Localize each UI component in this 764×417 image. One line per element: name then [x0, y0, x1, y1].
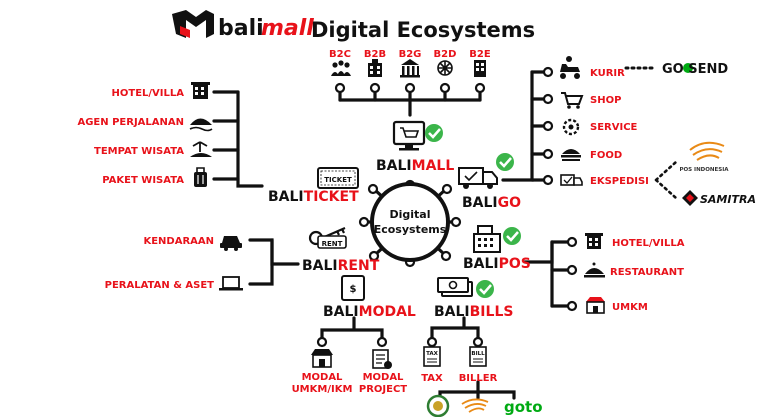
hotel-icon	[191, 82, 210, 99]
modal-umkm-line1: MODAL	[302, 372, 343, 383]
restaurant-icon	[584, 262, 605, 278]
samitra-text: SAMITRA	[700, 193, 756, 206]
segment-b2d: B2D	[434, 49, 457, 60]
check-icon	[476, 280, 494, 298]
balimodal-label: BALIMODAL	[323, 304, 416, 320]
tax-icon-text: TAX	[426, 351, 439, 357]
go-item-ekspedisi: EKSPEDISI	[590, 176, 649, 187]
bills-item-tax: TAX	[421, 373, 443, 384]
go-item-service: SERVICE	[590, 122, 638, 133]
baligo-node: BALIGO KURIR SHOP SERVICE FOOD EKSPE	[458, 56, 756, 211]
luggage-icon	[194, 167, 207, 187]
cash-icon	[437, 277, 473, 297]
modal-umkm-line2: UMKM/IKM	[292, 384, 353, 395]
logo-text-bali: bali	[218, 16, 264, 41]
balibills-node: BALIBILLS TAX BILL TAX BILLER goto	[421, 277, 543, 417]
check-icon	[496, 153, 514, 171]
bill-document-icon: BILL	[469, 346, 487, 367]
modal-project-line1: MODAL	[363, 372, 404, 383]
pos-item-hotel-villa: HOTEL/VILLA	[612, 238, 685, 249]
ticket-icon: TICKET	[317, 167, 359, 189]
ticket-item-tempat-wisata: TEMPAT WISATA	[94, 146, 184, 157]
digital-ecosystems-hub: Digital Ecosystems	[370, 182, 450, 262]
ticket-icon-text: TICKET	[324, 176, 352, 184]
government-building-icon	[400, 59, 420, 78]
tax-document-icon: TAX	[423, 346, 441, 367]
go-item-shop: SHOP	[590, 95, 621, 106]
ticket-item-agen-perjalanan: AGEN PERJALANAN	[77, 117, 184, 128]
cash-register-icon	[473, 225, 501, 253]
rent-key-icon: RENT	[308, 226, 347, 249]
hub-line1: Digital	[390, 208, 431, 221]
computer-cart-icon	[392, 120, 426, 151]
check-icon	[503, 227, 521, 245]
island-icon	[190, 141, 212, 157]
balimall-node: BALIMALL	[376, 120, 454, 174]
pos-eagle-small-icon	[461, 398, 489, 413]
laptop-icon	[219, 276, 243, 291]
go-item-food: FOOD	[590, 150, 622, 161]
bills-item-biller: BILLER	[459, 373, 498, 384]
ticket-item-paket-wisata: PAKET WISATA	[102, 175, 184, 186]
network-icon	[437, 60, 453, 76]
rent-icon-text: RENT	[322, 240, 343, 248]
page-title: Digital Ecosystems	[311, 18, 535, 42]
segment-b2c: B2C	[329, 49, 351, 60]
balimodal-node: $ BALIMODAL MODAL UMKM/IKM MODAL PROJECT	[292, 275, 416, 395]
go-item-kurir: KURIR	[590, 68, 625, 79]
hotel-icon	[585, 233, 603, 249]
apartment-icon	[474, 60, 486, 77]
pos-item-umkm: UMKM	[612, 302, 648, 313]
logo-text-mall: mall	[261, 16, 314, 41]
goto-logo: goto	[504, 398, 543, 416]
shop-stall-icon	[311, 349, 333, 368]
rent-item-peralatan-aset: PERALATAN & ASET	[105, 280, 215, 291]
bill-icon-text: BILL	[471, 351, 485, 357]
courier-scooter-icon	[560, 56, 580, 79]
balimall-logo: bali mall	[172, 10, 314, 41]
office-building-icon	[368, 59, 382, 77]
balimall-label: BALIMALL	[376, 158, 454, 174]
baliticket-label: BALITICKET	[268, 189, 359, 205]
balipos-label: BALIPOS	[463, 256, 531, 272]
service-tools-icon	[562, 118, 580, 136]
food-icon	[561, 149, 581, 161]
balipos-node: BALIPOS HOTEL/VILLA RESTAURANT UMKM	[463, 225, 685, 314]
ticket-item-hotel-villa: HOTEL/VILLA	[112, 88, 185, 99]
segment-b2b: B2B	[364, 49, 386, 60]
people-group-icon	[331, 60, 351, 76]
modal-project-line2: PROJECT	[359, 384, 407, 395]
pos-indonesia-text: POS INDONESIA	[679, 167, 729, 173]
baligo-label: BALIGO	[462, 195, 521, 211]
connector-dots	[316, 66, 578, 348]
gosend-logo: GO SEND	[662, 62, 728, 77]
check-icon	[425, 124, 443, 142]
car-icon	[220, 236, 242, 251]
balibills-label: BALIBILLS	[434, 304, 513, 320]
balimall-segments: B2C B2B B2G B2D B2E	[329, 49, 491, 78]
segment-b2e: B2E	[469, 49, 491, 60]
project-document-icon	[372, 349, 392, 369]
pos-indonesia-logo: POS INDONESIA	[679, 141, 729, 173]
rent-item-kendaraan: KENDARAAN	[143, 236, 214, 247]
balirent-node: RENT BALIRENT KENDARAAN PERALATAN & ASET	[105, 226, 380, 291]
shopping-cart-icon	[561, 92, 584, 109]
beach-travel-icon	[189, 118, 213, 132]
svg-text:$: $	[350, 284, 357, 295]
balirent-label: BALIRENT	[302, 258, 380, 274]
expedition-truck-icon	[560, 174, 583, 186]
baliticket-node: TICKET BALITICKET HOTEL/VILLA AGEN PERJA…	[77, 82, 359, 205]
government-seal-icon	[426, 394, 450, 417]
hub-line2: Ecosystems	[374, 223, 447, 236]
pos-eagle-icon	[689, 141, 725, 161]
logo-mark-icon	[172, 10, 214, 38]
samitra-logo: SAMITRA	[682, 190, 756, 206]
delivery-truck-icon	[458, 167, 498, 189]
segment-b2g: B2G	[399, 49, 422, 60]
pos-item-restaurant: RESTAURANT	[610, 267, 684, 278]
money-document-icon: $	[341, 275, 365, 301]
store-icon	[586, 297, 605, 314]
gosend-text: GO SEND	[662, 62, 728, 77]
